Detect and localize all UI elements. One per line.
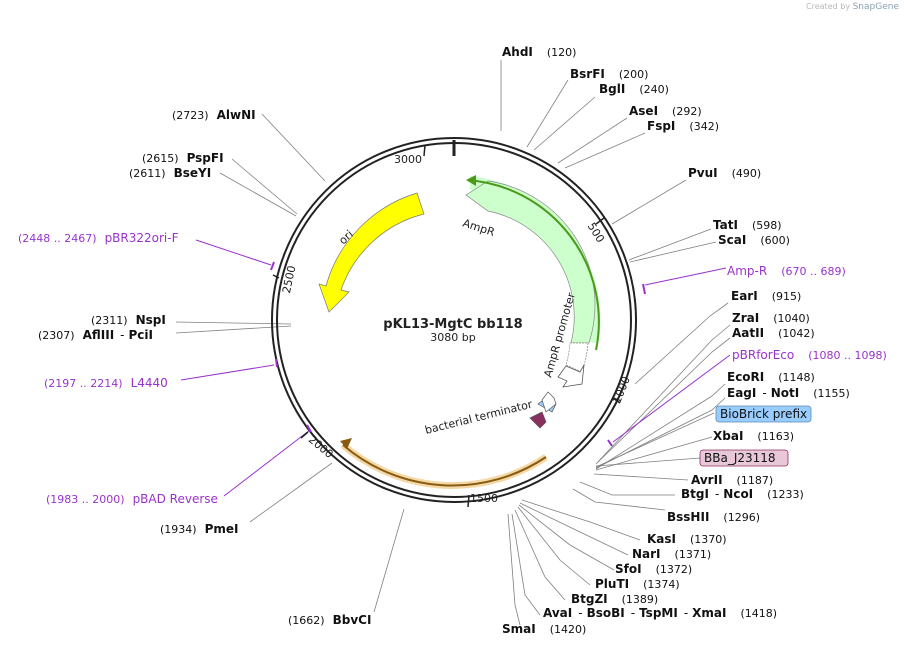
primer-l4440[interactable]: (2197 .. 2214)L4440 [44,376,168,390]
ampr-promoter-arrow [557,364,585,388]
primer-pbad-reverse[interactable]: (1983 .. 2000)pBAD Reverse [46,492,218,506]
site-bsrfi[interactable]: BsrFI(200) [570,67,648,81]
snapgene-logo: SnapGene [852,2,899,12]
bba-j23118-label: BBa_J23118 [704,451,776,465]
site-btgzi[interactable]: BtgZI(1389) [571,592,658,606]
site-ahdi[interactable]: AhdI(120) [502,45,576,59]
watermark: Created by SnapGene [806,2,899,12]
bba-j23118-feature[interactable] [529,411,547,429]
site-nspi[interactable]: (2311)NspI [91,313,166,327]
ampr-label: AmpR [461,216,497,239]
biobrick-prefix-label: BioBrick prefix [720,407,807,421]
site-alwni[interactable]: (2723)AlwNI [172,108,256,122]
terminator-arc[interactable] [342,444,547,487]
terminator-arrowhead [340,438,352,449]
primer-lines [180,239,731,497]
watermark-prefix: Created by [806,2,851,11]
site-nari[interactable]: NarI(1371) [632,547,711,561]
small-arrow-feature [541,391,557,413]
ampr-feature[interactable] [465,180,596,344]
site-eagi-noti[interactable]: EagI-NotI(1155) [727,386,850,400]
site-fspi[interactable]: FspI(342) [647,119,719,133]
primer-pbrforeco[interactable]: pBRforEco(1080 .. 1098) [732,348,887,362]
site-pvui[interactable]: PvuI(490) [688,166,761,180]
site-asei[interactable]: AseI(292) [629,104,702,118]
site-pluti[interactable]: PluTI(1374) [595,577,680,591]
tick-label-3000: 3000 [394,153,422,166]
site-aatii[interactable]: AatII(1042) [732,326,815,340]
bba-j23118-box[interactable] [699,449,789,467]
site-bsshii[interactable]: BssHII(1296) [667,510,760,524]
site-bseyi[interactable]: (2611)BseYI [129,166,211,180]
site-avai-bsobi-tspmi-xmai[interactable]: AvaI-BsoBI-TspMI-XmaI(1418) [543,606,777,620]
ampr-direction-arrow [467,179,600,351]
site-smai[interactable]: SmaI(1420) [502,622,586,636]
ori-feature[interactable] [318,192,425,313]
site-scai[interactable]: ScaI(600) [718,233,790,247]
plasmid-name: pKL13-MgtC bb118 [383,317,522,332]
site-bbvci[interactable]: (1662)BbvCI [288,613,371,627]
tick-label-1000: 1000 [610,375,633,406]
primer-pbr322ori-f[interactable]: (2448 .. 2467)pBR322ori-F [18,231,179,245]
tick-label-1500: 1500 [470,492,498,505]
biobrick-prefix-box[interactable] [715,405,812,423]
site-sfoi[interactable]: SfoI(1372) [615,562,692,576]
site-xbai[interactable]: XbaI(1163) [713,429,794,443]
primer-marks [270,261,646,447]
position-ticks [272,144,621,508]
site-btgi-ncoi[interactable]: BtgI-NcoI(1233) [681,487,804,501]
site-kasi[interactable]: KasI(1370) [647,532,727,546]
site-pmei[interactable]: (1934)PmeI [160,522,238,536]
bacterial-terminator-label: bacterial terminator [424,398,535,437]
site-eari[interactable]: EarI(915) [731,289,801,303]
site-tati[interactable]: TatI(598) [713,218,782,232]
site-ecori[interactable]: EcoRI(1148) [727,370,815,384]
site-avrii[interactable]: AvrII(1187) [691,473,773,487]
site-pspfi[interactable]: (2615)PspFI [142,151,224,165]
plasmid-size: 3080 bp [430,331,475,344]
ampr-arrowhead [466,175,476,186]
ampr-promoter-feature[interactable] [565,342,589,373]
primer-amp-r[interactable]: Amp-R(670 .. 689) [727,264,846,278]
site-bgli[interactable]: BglI(240) [599,82,669,96]
backbone-outer [271,137,637,503]
tick-label-2500: 2500 [280,264,299,294]
leader-lines [175,60,731,626]
site-zrai[interactable]: ZraI(1040) [732,311,810,325]
site-afliii-pcii[interactable]: (2307)AflIII-PciI [38,328,153,342]
